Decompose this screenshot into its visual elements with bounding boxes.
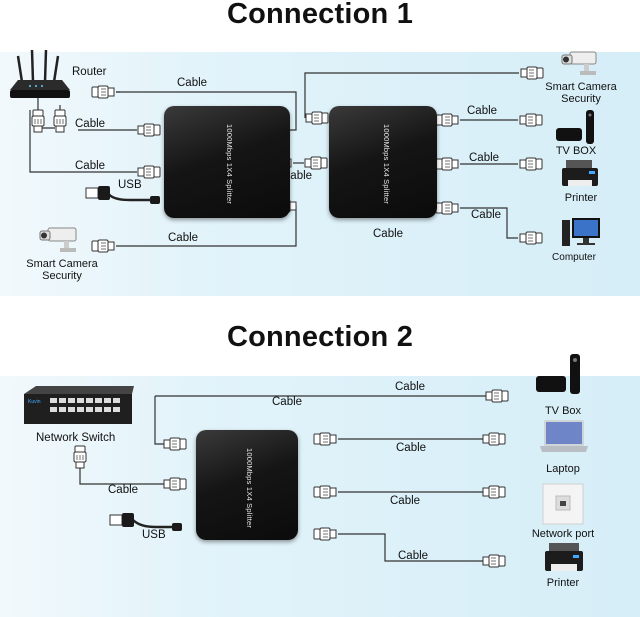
computer-label: Computer [552, 252, 596, 263]
camera-left-label-line1: Smart Camera [26, 258, 98, 270]
usb-a-plug-2-icon [109, 513, 134, 527]
switch-brand: Kuvin [28, 399, 41, 405]
splitter-3-box: 1000Mbps 1X4 Splitter [196, 430, 298, 540]
usb-a-plug-icon [85, 186, 110, 200]
splitter-1-text: 1000Mbps 1X4 Splitter [225, 124, 234, 205]
cable-label: Cable [396, 442, 427, 454]
router-icon [10, 49, 70, 98]
network-port-icon [542, 483, 584, 525]
cable-label: Cable [395, 381, 426, 393]
laptop-label: Laptop [546, 463, 580, 475]
tv-box-2-icon [536, 354, 580, 394]
splitter-3-text: 1000Mbps 1X4 Splitter [245, 448, 254, 529]
usb-c-plug-icon [150, 196, 160, 204]
connection-2-cables [79, 395, 490, 562]
connection-2-title: Connection 2 [226, 321, 414, 353]
cable-label: Cable [272, 396, 303, 408]
cable-label: Cable [469, 152, 500, 164]
printer-icon [562, 160, 598, 186]
camera-top-label-line1: Smart Camera [545, 81, 617, 93]
computer-icon [562, 218, 600, 246]
laptop-icon [540, 420, 588, 452]
smart-camera-top-icon [561, 51, 597, 75]
cable-label: Cable [282, 170, 313, 182]
cable-label: Cable [108, 484, 139, 496]
cable-label: Cable [390, 495, 421, 507]
splitter-2-text: 1000Mbps 1X4 Splitter [382, 124, 391, 205]
connection-1-title: Connection 1 [226, 0, 414, 30]
usb-label: USB [118, 179, 142, 191]
cable-label: Cable [471, 209, 502, 221]
camera-top-label-line2: Security [561, 93, 601, 105]
splitter-1-box: 1000Mbps 1X4 Splitter [164, 106, 290, 218]
camera-left-label: Smart Camera Security [26, 258, 98, 282]
cable-label: Cable [168, 232, 199, 244]
usb-c-plug-2-icon [172, 523, 182, 531]
cable-label: Cable [398, 550, 429, 562]
cable-label: Cable [373, 228, 404, 240]
network-switch-icon: Kuvin [24, 386, 134, 424]
port-label: Network port [531, 528, 595, 540]
printer-2-label: Printer [546, 577, 580, 589]
switch-label: Network Switch [36, 432, 116, 444]
cable-label: Cable [75, 118, 106, 130]
printer-label: Printer [564, 192, 598, 204]
tvbox-2-label: TV Box [544, 405, 582, 417]
camera-top-label: Smart Camera Security [545, 81, 617, 105]
camera-left-label-line2: Security [42, 270, 82, 282]
cable-label: Cable [177, 77, 208, 89]
smart-camera-left-icon [39, 227, 77, 252]
cable-label: Cable [75, 160, 106, 172]
splitter-2-box: 1000Mbps 1X4 Splitter [329, 106, 437, 218]
router-label: Router [72, 66, 107, 78]
printer-2-icon [545, 543, 583, 571]
tvbox-label: TV BOX [555, 145, 597, 157]
usb-label: USB [142, 529, 166, 541]
cable-label: Cable [467, 105, 498, 117]
tv-box-icon [556, 110, 594, 144]
